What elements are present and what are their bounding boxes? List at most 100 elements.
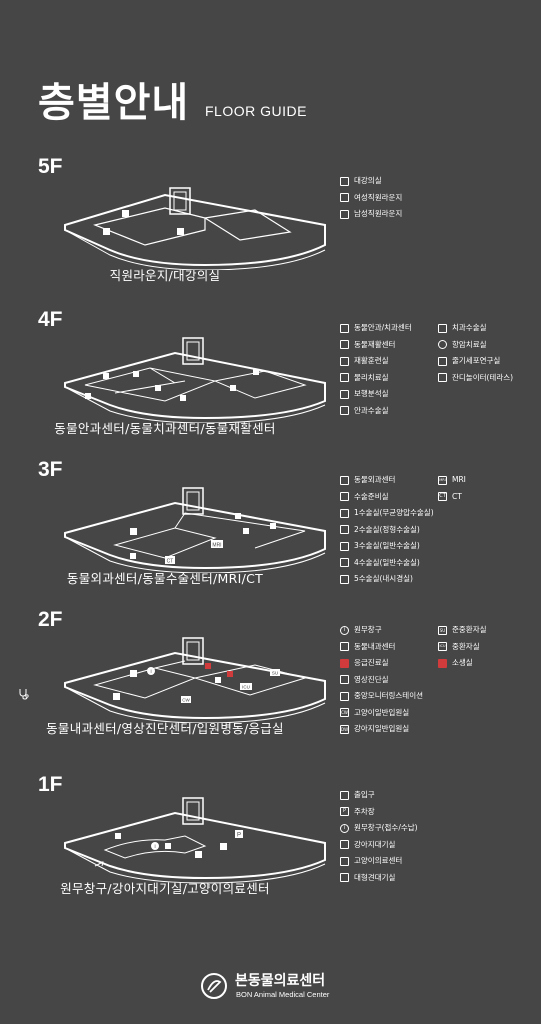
footer-name-kr: 본동물의료센터 (235, 973, 326, 989)
dog-waiting-icon (195, 851, 202, 858)
or-4-icon (340, 558, 349, 568)
logo-icon (201, 973, 227, 999)
elevator-icon (169, 187, 191, 215)
monitor-icon (340, 691, 349, 701)
resuscitation-icon (438, 658, 447, 668)
floor-1f-map: i P (64, 797, 326, 884)
cat-icon (340, 856, 349, 866)
or-2-icon (270, 523, 276, 529)
ct-room (165, 556, 175, 564)
elevator-icon (182, 337, 204, 365)
or-icon (235, 513, 241, 519)
entrance-icon (94, 861, 104, 867)
cw-room (181, 696, 191, 703)
lecture-room-icon (340, 176, 349, 186)
floor-outline (64, 651, 326, 720)
parking-icon: P (340, 807, 349, 817)
legend-item: 대강의실 (340, 173, 402, 190)
legend-item: 수술준비실 (340, 489, 434, 506)
training-icon (340, 356, 349, 366)
legend-item: 3수술실(일반수술실) (340, 538, 434, 555)
large-dog-icon (220, 843, 227, 850)
cat-center-icon (115, 833, 121, 839)
legend-item: 항암치료실 (438, 337, 513, 354)
prep-icon (243, 528, 249, 534)
women-icon (340, 193, 349, 203)
legend-item: 물리치료실 (340, 370, 412, 387)
or-1-icon (340, 508, 349, 518)
legend-item: 고양이의료센터 (340, 853, 418, 870)
reception-icon (165, 843, 171, 849)
terrace-icon (253, 369, 259, 375)
resuscitation-icon (227, 671, 233, 677)
large-dog-icon (340, 873, 349, 883)
or-3-icon (130, 553, 136, 559)
parking-map-label: P (237, 833, 241, 839)
floor-label: 3F (38, 458, 63, 481)
stem-cell-icon (438, 356, 447, 366)
floor-2f-map: i SU ICU CW (64, 637, 326, 723)
legend-item: 강아지대기실 (340, 837, 418, 854)
mri-room (211, 540, 223, 548)
rehab-icon (340, 340, 349, 350)
or-5-icon (340, 574, 349, 584)
cw-icon: CW (340, 708, 349, 718)
mri-map-label: MRI (212, 543, 221, 549)
floor-caption: 직원라운지/대강의실 (109, 268, 221, 283)
legend-item: 안과수술실 (340, 403, 412, 420)
or-2-icon (340, 525, 349, 535)
floor-label: 1F (38, 773, 63, 796)
legend-item: 4수술실(일반수술실) (340, 555, 434, 572)
prep-room-icon (340, 492, 349, 502)
legend-item: 대형견대기실 (340, 870, 418, 887)
gait-icon (340, 389, 349, 399)
legend-item: 영상진단실 (340, 672, 423, 689)
legend-item: 응급진료실 (340, 655, 423, 672)
info-icon (151, 842, 159, 850)
monitoring-icon (215, 677, 221, 683)
icu-icon: ICU (438, 642, 447, 652)
footer-name-en: BON Animal Medical Center (236, 990, 330, 999)
mri-icon: MRI (438, 475, 447, 485)
dental-surgery-icon (438, 323, 447, 333)
legend-item: 재활훈련실 (340, 353, 412, 370)
floor-outline (64, 501, 326, 570)
su-map-label: SU (272, 671, 278, 676)
floor-caption: 원무창구/강아지대기실/고양이의료센터 (60, 881, 270, 896)
legend-item: 동물외과센터 (340, 472, 434, 489)
legend-item: 줄기세포연구실 (438, 353, 513, 370)
legend-item: 1수술실(무균양압수술실) (340, 505, 434, 522)
legend-item: 동물내과센터 (340, 639, 423, 656)
elevator-icon (182, 637, 204, 665)
floor-5f-map (64, 187, 326, 270)
legend-item: 치과수술실 (438, 320, 513, 337)
legend-item: 여성직원라운지 (340, 190, 402, 207)
physio-icon (85, 393, 91, 399)
emergency-icon (205, 663, 211, 669)
floor-4f-map (64, 337, 326, 423)
legend-item: 동물재활센터 (340, 337, 412, 354)
floor-caption: 동물외과센터/동물수술센터/MRI/CT (66, 571, 264, 586)
surgery-icon (230, 385, 236, 391)
floor-outline (64, 193, 326, 267)
men-lounge-icon (177, 228, 184, 235)
legend-item: 5수술실(내시경실) (340, 571, 434, 588)
lecture-room-icon (122, 210, 129, 217)
floor-caption: 동물내과센터/영상진단센터/입원병동/응급실 (46, 721, 284, 736)
training-icon (155, 385, 161, 391)
rehab-icon (133, 371, 139, 377)
page-title-kr: 층별안내 (38, 80, 190, 126)
men-icon (340, 209, 349, 219)
elevator-icon (182, 797, 204, 825)
eye-surgery-icon (340, 406, 349, 416)
legend-item: 소생실 (438, 655, 487, 672)
imaging-icon (113, 693, 120, 700)
dw-icon: DW (340, 724, 349, 734)
